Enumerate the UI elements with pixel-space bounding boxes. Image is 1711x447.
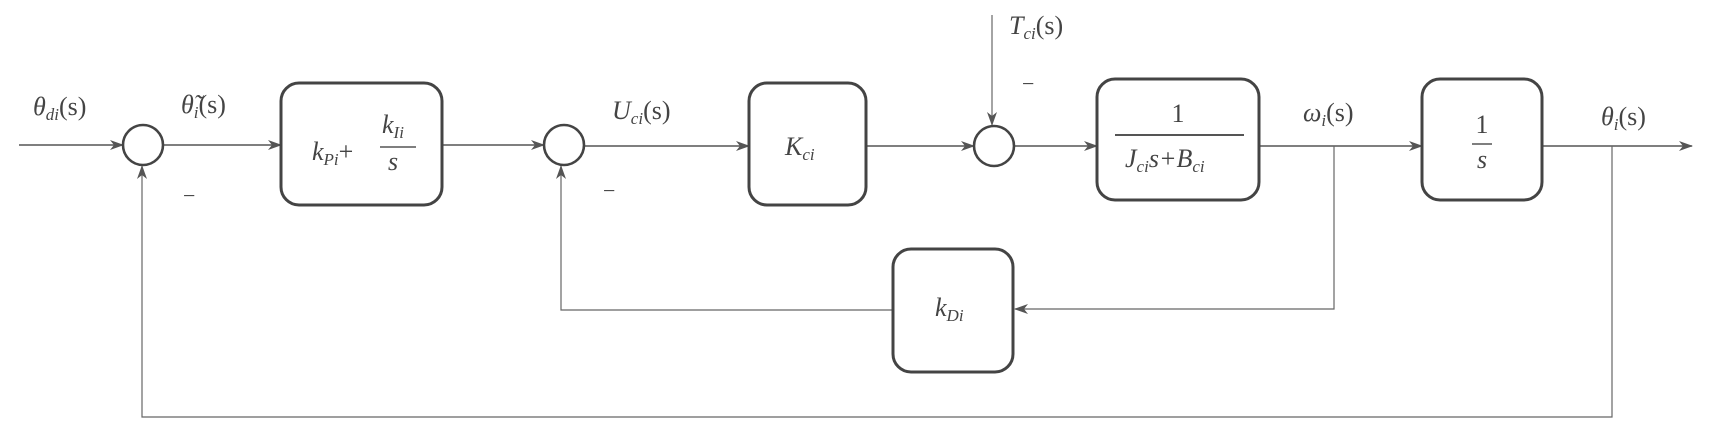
- pi-proportional-term: kPi+: [312, 137, 353, 169]
- integrator-numerator: 1: [1476, 110, 1489, 139]
- disturbance-label: Tci(s): [1009, 11, 1063, 43]
- summing-junction-2: [542, 123, 586, 167]
- integrator-denominator: s: [1477, 145, 1487, 174]
- sum3-minus-sign: −: [1022, 71, 1034, 96]
- pi-integral-numerator: kIi: [382, 110, 404, 142]
- plant-block: [1095, 77, 1261, 202]
- plant-denominator: Jcis+Bci: [1125, 144, 1205, 176]
- velocity-feedback-path: [1014, 146, 1335, 314]
- summing-junction-1: [121, 123, 165, 167]
- derivative-gain-block: [891, 247, 1015, 374]
- gain-block: [747, 81, 868, 207]
- sum1-minus-sign: −: [183, 183, 195, 208]
- derivative-gain-symbol: kDi: [935, 293, 964, 325]
- sum2-minus-sign: −: [603, 178, 615, 203]
- velocity-label: ωi(s): [1303, 98, 1354, 130]
- plant-numerator: 1: [1172, 99, 1185, 128]
- summing-junction-3: [972, 124, 1016, 168]
- pi-controller-block: [279, 81, 444, 207]
- integrator-block: [1420, 77, 1544, 202]
- gain-symbol: Kci: [784, 132, 815, 164]
- pi-integral-denominator: s: [388, 147, 398, 176]
- output-label: θi(s): [1601, 102, 1646, 134]
- derivative-feedback-path: [556, 165, 893, 311]
- error-label: θ̃i(s): [181, 90, 226, 122]
- control-label: Uci(s): [612, 96, 671, 128]
- reference-label: θdi(s): [33, 92, 86, 124]
- position-feedback-path: [137, 146, 1613, 418]
